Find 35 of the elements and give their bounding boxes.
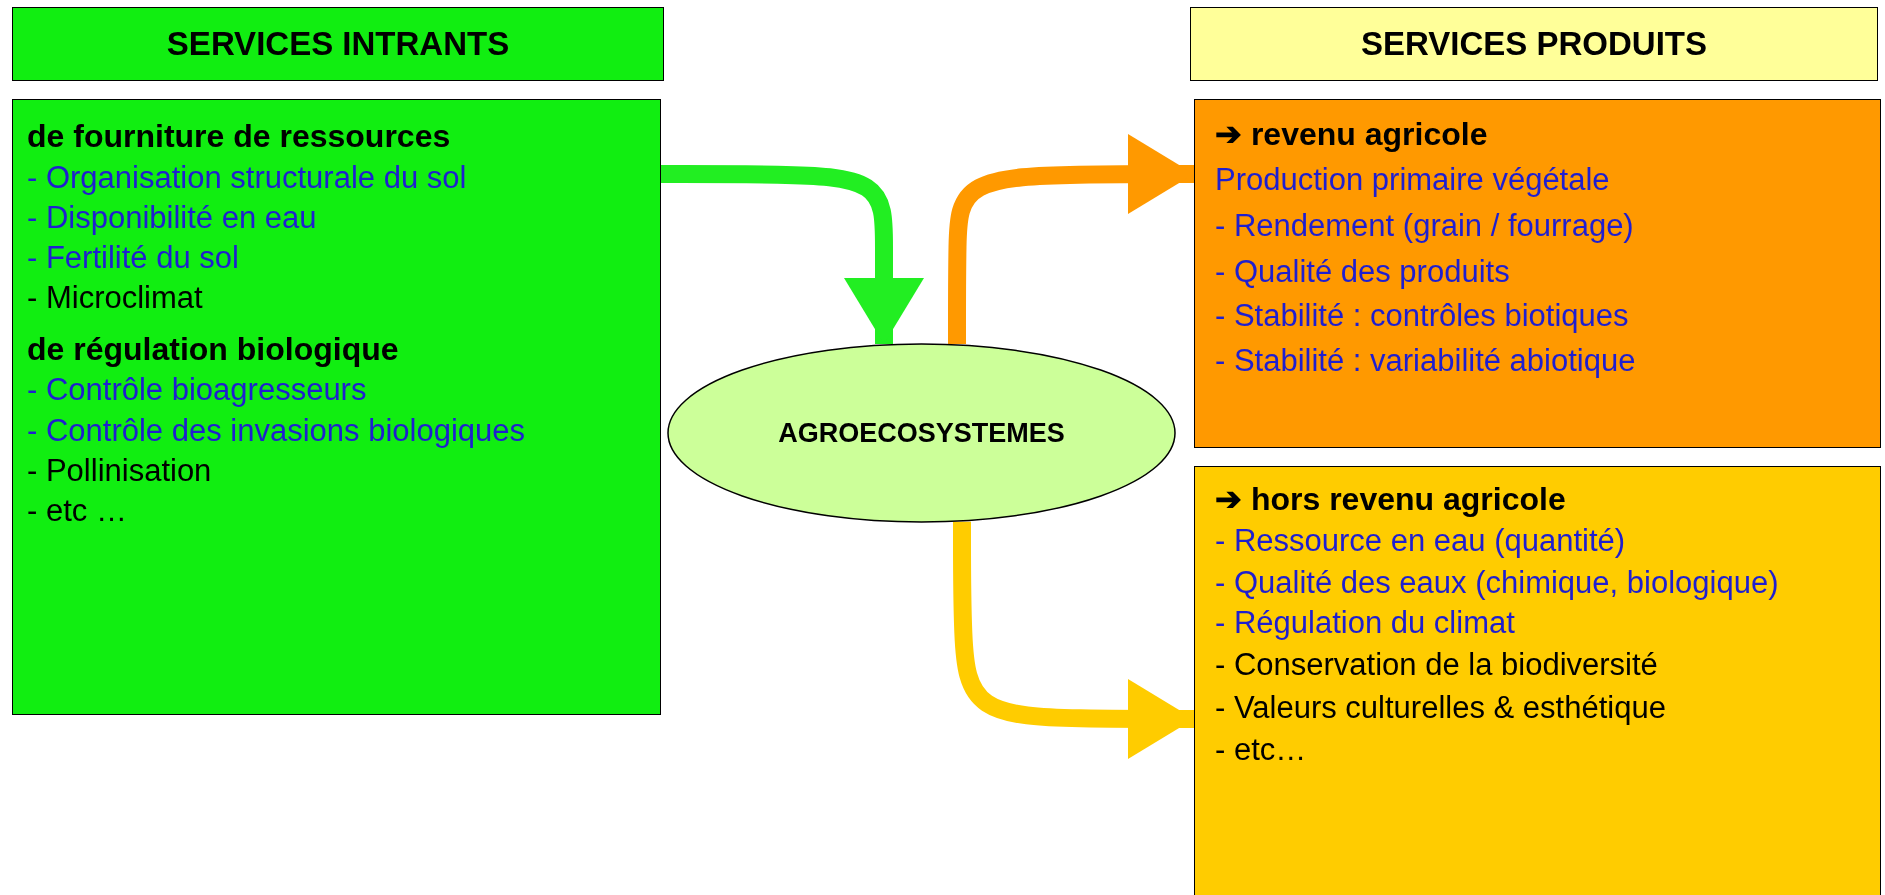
list-item: Production primaire végétale	[1215, 160, 1611, 199]
list-item: - Fertilité du sol	[27, 239, 240, 278]
section-heading: ➔ hors revenu agricole	[1215, 480, 1567, 519]
list-item: - Régulation du climat	[1215, 604, 1516, 643]
header-box	[1190, 7, 1878, 81]
curved-arrow	[953, 521, 1194, 759]
header-box	[12, 7, 664, 81]
list-item: - Disponibilité en eau	[27, 198, 318, 237]
list-item: - Microclimat	[27, 279, 204, 318]
content-panel	[1194, 99, 1881, 448]
list-item: - Organisation structurale du sol	[27, 158, 468, 197]
list-item: - Contrôle bioagresseurs	[27, 371, 368, 410]
section-heading: ➔ revenu agricole	[1215, 115, 1489, 154]
section-heading: de régulation biologique	[27, 329, 400, 369]
list-item: - Stabilité : variabilité abiotique	[1215, 341, 1637, 380]
ellipse-node	[667, 343, 1176, 523]
list-item: - Valeurs culturelles & esthétique	[1215, 688, 1667, 727]
curved-arrow	[948, 134, 1194, 344]
content-panel	[12, 99, 661, 715]
content-panel	[1194, 466, 1881, 895]
list-item: - Rendement (grain / fourrage)	[1215, 206, 1635, 245]
header-title: SERVICES INTRANTS	[166, 25, 510, 63]
list-item: - etc…	[1215, 731, 1308, 770]
list-item: - Pollinisation	[27, 451, 213, 490]
list-item: - etc …	[27, 492, 128, 531]
list-item: - Qualité des eaux (chimique, biologique)	[1215, 563, 1780, 602]
list-item: - Conservation de la biodiversité	[1215, 646, 1659, 685]
curved-arrow	[661, 165, 924, 344]
list-item: - Ressource en eau (quantité)	[1215, 521, 1627, 560]
list-item: - Qualité des produits	[1215, 253, 1511, 292]
node-label: AGROECOSYSTEMES	[778, 417, 1065, 449]
header-title: SERVICES PRODUITS	[1361, 25, 1707, 63]
list-item: - Stabilité : contrôles biotiques	[1215, 297, 1630, 336]
section-heading: de fourniture de ressources	[27, 117, 452, 156]
list-item: - Contrôle des invasions biologiques	[27, 411, 526, 450]
